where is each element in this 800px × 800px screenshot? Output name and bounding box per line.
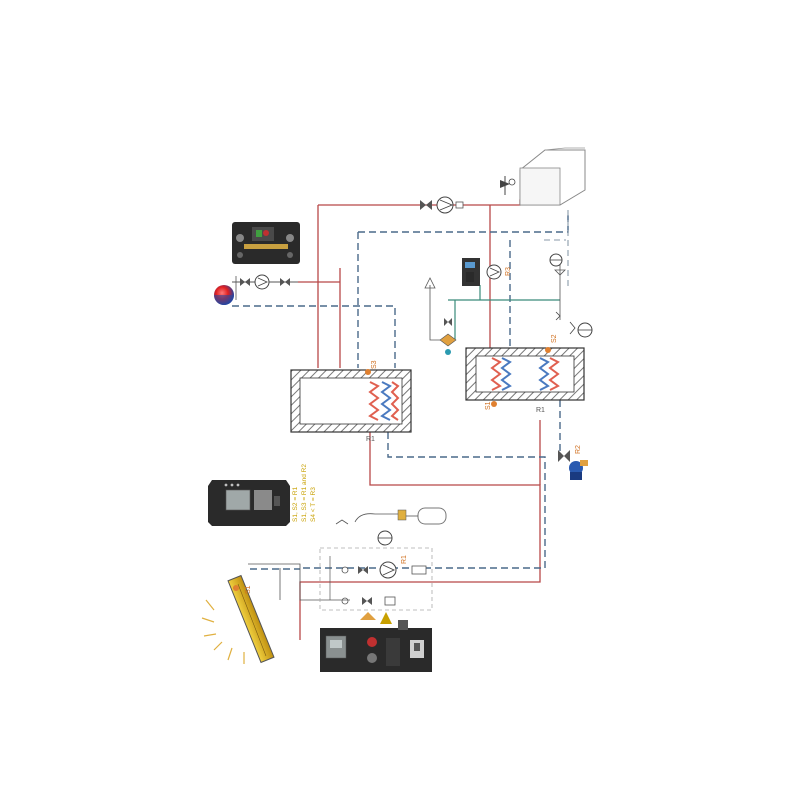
controller-notes: S1, S2 = R1 S1, S3 = R1 and R2 S4 < T = …	[292, 464, 317, 522]
sun-icon	[201, 599, 245, 664]
heating-circuit	[214, 274, 298, 305]
pump-icon	[379, 561, 397, 579]
tank-left: S3 R1	[290, 360, 412, 443]
label-r2: R2	[575, 445, 582, 454]
label-r1-tank-right: R1	[536, 407, 545, 414]
sensor-s1-tank	[491, 401, 497, 407]
label-solar-r1: R1	[401, 555, 408, 564]
heat-exchanger-coil	[368, 381, 400, 421]
valve-icon	[558, 450, 570, 462]
expansion-vessel-icon	[577, 322, 593, 338]
expansion-vessel-icon	[549, 253, 563, 267]
note-3: S4 < T = R3	[310, 487, 317, 522]
dhw-station: R3	[424, 253, 593, 355]
controller	[208, 480, 290, 526]
valve-icon	[444, 318, 452, 326]
label-s1-collector: S1	[245, 585, 252, 594]
label-s3: S3	[371, 360, 378, 369]
piping	[232, 199, 569, 640]
note-2: S1, S3 = R1 and R2	[301, 464, 308, 522]
solar-station	[320, 612, 432, 672]
label-s2: S2	[551, 334, 558, 343]
boiler-icon	[500, 176, 516, 195]
pump-icon	[486, 264, 502, 280]
solar-collector: S1	[227, 574, 275, 664]
note-1: S1, S2 = R1	[292, 486, 299, 522]
tank-right: S2 S1 R1	[465, 334, 585, 414]
pump-icon	[254, 274, 270, 290]
label-s1-tank: S1	[485, 401, 492, 410]
valve-icon	[358, 566, 372, 605]
solar-collector-icon	[227, 574, 275, 664]
thermostatic-mixer-icon	[439, 333, 457, 355]
sensor-s3	[365, 369, 371, 375]
valve-icon	[240, 278, 290, 286]
boiler	[500, 147, 586, 206]
pump-top	[420, 196, 464, 214]
heat-exchanger-coil	[490, 357, 560, 391]
solar-expansion-vessel	[335, 507, 447, 546]
label-r3: R3	[505, 267, 512, 276]
sensor-s2	[545, 347, 551, 353]
pump-station-top	[232, 222, 300, 264]
solar-pump-group: R1	[319, 547, 433, 611]
label-r1-tank-left: R1	[366, 436, 375, 443]
diverter-valve-r2: R2	[558, 445, 588, 480]
valve-icon	[420, 200, 432, 210]
thermostatic-mixer-icon	[214, 285, 234, 305]
expansion-vessel-icon	[377, 530, 393, 546]
pump-icon	[436, 196, 454, 214]
sensor-s1-collector	[233, 585, 239, 591]
